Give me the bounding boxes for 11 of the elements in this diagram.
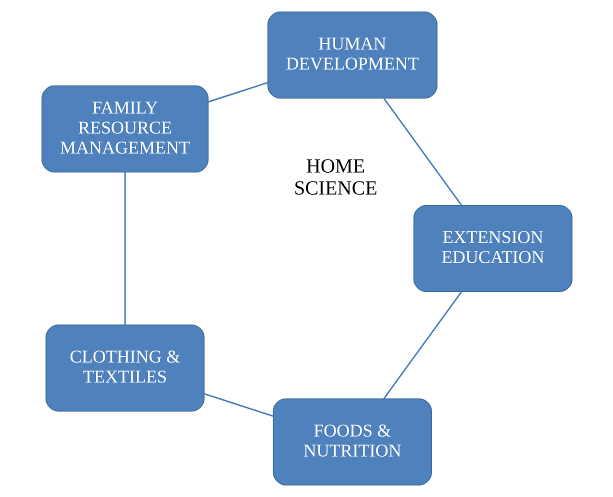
label: HOME SCIENCE <box>293 155 377 200</box>
connector <box>208 82 268 103</box>
connector <box>204 393 273 417</box>
node-box: FAMILY RESOURCE MANAGEMENT <box>41 85 208 172</box>
node-box: EXTENSION EDUCATION <box>412 204 572 292</box>
node-box: HUMAN DEVELOPMENT <box>266 12 437 99</box>
connector <box>124 172 126 325</box>
node-box: FOODS & NUTRITION <box>272 398 432 486</box>
connector <box>382 291 462 400</box>
connector <box>382 98 462 206</box>
node-box: CLOTHING & TEXTILES <box>45 324 204 412</box>
